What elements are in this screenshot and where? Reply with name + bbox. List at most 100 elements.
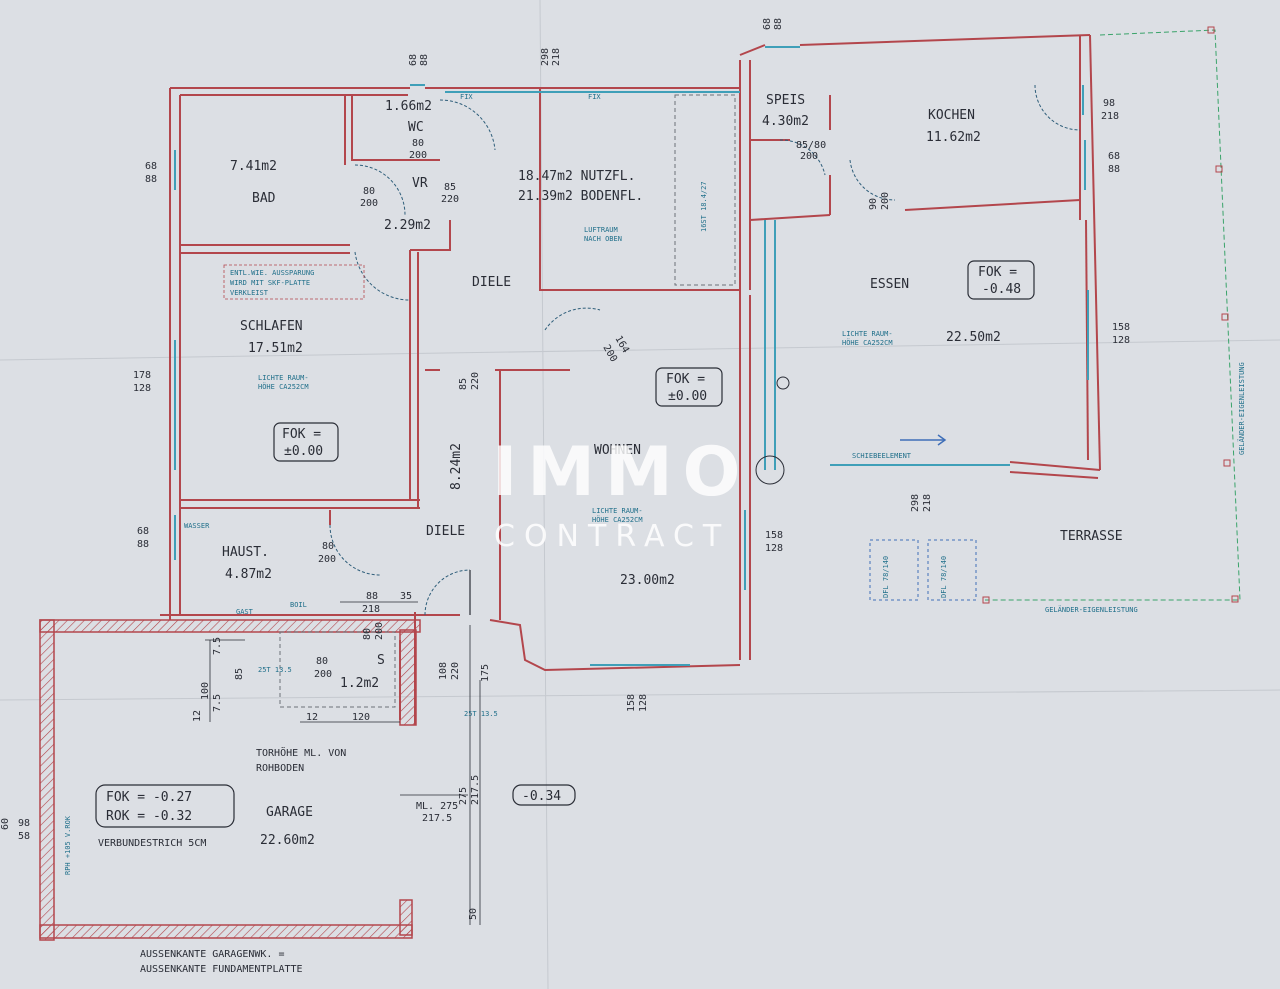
dim-12-bottom: 12	[306, 712, 318, 723]
dfl-2: DFL 78/140	[940, 556, 948, 598]
dim-218-terrace: 218	[922, 494, 933, 512]
diele-top-label: DIELE	[472, 275, 511, 290]
speis-label: SPEIS	[766, 93, 805, 108]
dim-298-terrace: 298	[910, 494, 921, 512]
dim-200-wohnen: 200	[600, 343, 619, 364]
dim-108: 108	[438, 662, 449, 680]
dim-85: 85	[234, 668, 245, 680]
dim-120: 120	[352, 712, 370, 723]
dim-217-5: 217.5	[470, 775, 481, 805]
dim-128-south: 128	[638, 694, 649, 712]
dim-68-kochen: 68	[1108, 151, 1120, 162]
dim-80-wc: 80	[412, 138, 424, 149]
dim-98-garage: 98	[18, 818, 30, 829]
essen-label: ESSEN	[870, 277, 909, 292]
level-labels: FOK = -0.48 FOK = ±0.00 FOK = ±0.00 FOK …	[106, 265, 1021, 824]
bad-label: BAD	[252, 191, 276, 206]
fix-note-1: FIX	[460, 93, 473, 101]
dim-80-s: 80	[362, 628, 373, 640]
dim-58-garage: 58	[18, 831, 30, 842]
wohnen-label: WOHNEN	[594, 443, 641, 458]
dim-88-kochen: 88	[1108, 164, 1120, 175]
terrasse-label: TERRASSE	[1060, 529, 1123, 544]
lichte-essen-1: LICHTE RAUM-	[842, 330, 893, 338]
dim-128-schlafen: 128	[133, 383, 151, 394]
diele-area: 8.24m2	[449, 443, 464, 490]
vr-area: 2.29m2	[384, 218, 431, 233]
dim-ml-217-5: 217.5	[422, 813, 452, 824]
s-area: 1.2m2	[340, 676, 379, 691]
torhoehe-1: TORHÖHE ML. VON	[256, 746, 346, 759]
dim-128-essen: 128	[1112, 335, 1130, 346]
dim-88-speis: 88	[773, 18, 784, 30]
dim-200-kochen: 200	[880, 192, 891, 210]
essen-area: 22.50m2	[946, 330, 1001, 345]
diele-bottom-label: DIELE	[426, 524, 465, 539]
dim-7-5-a: 7.5	[212, 694, 223, 712]
dim-7-5-b: 7.5	[212, 637, 223, 655]
rok-garage: ROK = -0.32	[106, 809, 192, 824]
entl-note-3: VERKLEIST	[230, 289, 269, 297]
dim-88-wc: 88	[419, 54, 430, 66]
dim-200-haust: 200	[318, 554, 336, 565]
dim-220-diele: 220	[470, 372, 481, 390]
dim-12-left: 12	[192, 710, 203, 722]
dim-128-wohnen: 128	[765, 543, 783, 554]
dim-100: 100	[200, 682, 211, 700]
level-tag: -0.34	[522, 789, 561, 804]
dim-85-80-speis: 85/80	[796, 140, 826, 151]
lichte-essen-2: HÖHE CA252CM	[842, 338, 893, 347]
kochen-area: 11.62m2	[926, 130, 981, 145]
schlafen-label: SCHLAFEN	[240, 319, 303, 334]
dim-158-essen: 158	[1112, 322, 1130, 333]
dim-218-s: 218	[362, 604, 380, 615]
dim-178-schlafen: 178	[133, 370, 151, 381]
haust-label: HAUST.	[222, 545, 269, 560]
dim-68-wc: 68	[408, 54, 419, 66]
kochen-label: KOCHEN	[928, 108, 975, 123]
dim-88-haust: 88	[137, 539, 149, 550]
fok-garage: FOK = -0.27	[106, 790, 192, 805]
annotations: ENTL.WIE. AUSSPARUNG WIRD MIT SKF-PLATTE…	[64, 93, 1246, 975]
dim-175: 175	[480, 664, 491, 682]
aussenkante-2: AUSSENKANTE FUNDAMENTPLATTE	[140, 964, 303, 975]
boil-note: BOIL	[290, 601, 307, 609]
doors	[279, 84, 1081, 708]
fok-wohnen-2: ±0.00	[668, 389, 707, 404]
dim-220-vr: 220	[441, 194, 459, 205]
s-label: S	[377, 653, 385, 668]
garage-area: 22.60m2	[260, 833, 315, 848]
dim-ml-275: ML. 275	[416, 801, 458, 812]
fok-essen-1: FOK =	[978, 265, 1017, 280]
dim-50: 50	[468, 908, 479, 920]
bad-area: 7.41m2	[230, 159, 277, 174]
nutzflaeche: 18.47m2 NUTZFL.	[518, 169, 635, 184]
schlafen-area: 17.51m2	[248, 341, 303, 356]
luftraum-2: NACH OBEN	[584, 235, 622, 243]
fok-boxes	[95, 260, 1035, 828]
garage-label: GARAGE	[266, 805, 313, 820]
dim-68-bad: 68	[145, 161, 157, 172]
dim-68-speis: 68	[762, 18, 773, 30]
dim-218-top: 218	[551, 48, 562, 66]
dfl-1: DFL 78/140	[882, 556, 890, 598]
wohnen-area: 23.00m2	[620, 573, 675, 588]
dimension-lines	[205, 601, 481, 925]
windows	[174, 46, 1089, 666]
verbundestrich: VERBUNDESTRICH 5CM	[98, 838, 206, 849]
dim-80-haust: 80	[322, 541, 334, 552]
watermark: IMMO CONTRACT	[492, 433, 740, 554]
lichte-schlafen-2: HÖHE CA252CM	[258, 382, 309, 391]
wc-label: WC	[408, 120, 424, 135]
gelaender-bottom: GELÄNDER-EIGENLEISTUNG	[1045, 605, 1138, 614]
stair-rise-1: 25T 13.5	[258, 666, 292, 674]
speis-area: 4.30m2	[762, 114, 809, 129]
wasser-note: WASSER	[184, 522, 210, 530]
haust-area: 4.87m2	[225, 567, 272, 582]
dim-90-kochen: 90	[868, 198, 879, 210]
bodenflaeche: 21.39m2 BODENFL.	[518, 189, 643, 204]
dim-60: 60	[0, 818, 11, 830]
